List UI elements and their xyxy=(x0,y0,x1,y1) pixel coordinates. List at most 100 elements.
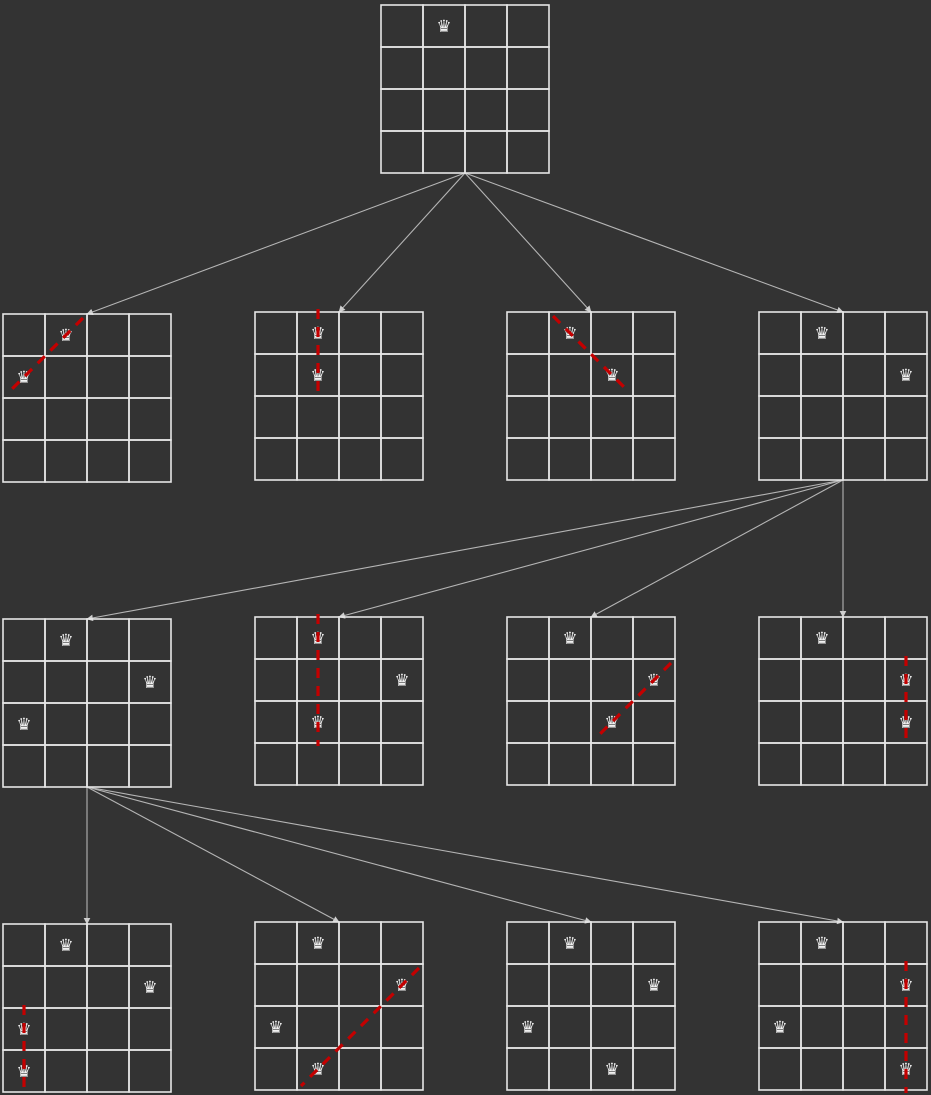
board-cell xyxy=(2,965,46,1009)
board-cell xyxy=(338,353,382,397)
board-cell xyxy=(464,4,508,48)
queen-icon: ♛ xyxy=(814,934,829,954)
board-cell xyxy=(254,658,298,702)
board-cell xyxy=(338,742,382,786)
board-cell xyxy=(128,1049,172,1093)
board-cell xyxy=(842,437,886,481)
board-cell xyxy=(128,355,172,399)
board-cell xyxy=(86,355,130,399)
queen-icon: ♛ xyxy=(898,713,913,733)
board-cell xyxy=(632,1005,676,1049)
board-cell xyxy=(254,437,298,481)
board-cell xyxy=(296,437,340,481)
board-cell xyxy=(800,963,844,1007)
boards: ♛♛♛♛♛♛♛♛♛♛♛♛♛♛♛♛♛♛♛♛♛♛♛♛♛♛♛♛♛♛♛♛♛♛♛♛♛ xyxy=(2,4,928,1095)
board-cell xyxy=(422,46,466,90)
board-cell xyxy=(380,395,424,439)
board-cell xyxy=(44,355,88,399)
board-cell xyxy=(296,963,340,1007)
queen-icon: ♛ xyxy=(58,631,73,651)
board-cell xyxy=(758,742,802,786)
board-cell xyxy=(254,700,298,744)
board-cell xyxy=(422,130,466,174)
tree-edge-l1-d-to-l2-c xyxy=(590,479,844,618)
board-cell xyxy=(800,1047,844,1091)
board-cell xyxy=(632,1047,676,1091)
board-cell xyxy=(548,353,592,397)
queen-icon: ♛ xyxy=(772,1018,787,1038)
board-cell xyxy=(44,1049,88,1093)
tree-edge-root-to-l1-c xyxy=(464,172,592,313)
board-cell xyxy=(128,439,172,483)
board-cell xyxy=(632,437,676,481)
board-cell xyxy=(86,397,130,441)
board-cell xyxy=(800,395,844,439)
board-cell xyxy=(44,1007,88,1051)
board-cell xyxy=(758,921,802,965)
board-cell xyxy=(380,88,424,132)
board-cell xyxy=(842,1005,886,1049)
board-cell xyxy=(254,742,298,786)
board-l2-d: ♛♛♛ xyxy=(758,616,928,786)
board-cell xyxy=(632,700,676,744)
board-cell xyxy=(884,395,928,439)
board-cell xyxy=(296,395,340,439)
board-cell xyxy=(338,1047,382,1091)
board-cell xyxy=(2,618,46,662)
board-l1-b: ♛♛ xyxy=(254,309,424,481)
board-cell xyxy=(380,921,424,965)
board-cell xyxy=(758,395,802,439)
board-l1-a: ♛♛ xyxy=(2,313,172,483)
tree-edge-root-to-l1-d xyxy=(464,172,844,314)
board-cell xyxy=(86,923,130,967)
board-cell xyxy=(758,311,802,355)
board-cell xyxy=(758,437,802,481)
board-cell xyxy=(380,4,424,48)
queen-icon: ♛ xyxy=(310,366,325,386)
board-cell xyxy=(842,395,886,439)
board-cell xyxy=(464,46,508,90)
board-cell xyxy=(590,963,634,1007)
board-cell xyxy=(380,46,424,90)
board-cell xyxy=(758,353,802,397)
board-cell xyxy=(506,46,550,90)
board-cell xyxy=(506,921,550,965)
board-cell xyxy=(296,1005,340,1049)
board-cell xyxy=(2,744,46,788)
board-cell xyxy=(464,88,508,132)
queen-icon: ♛ xyxy=(16,1062,31,1082)
queen-icon: ♛ xyxy=(310,934,325,954)
queen-icon: ♛ xyxy=(16,715,31,735)
board-cell xyxy=(380,616,424,660)
board-cell xyxy=(128,923,172,967)
board-cell xyxy=(338,963,382,1007)
board-cell xyxy=(338,616,382,660)
board-cell xyxy=(548,658,592,702)
board-cell xyxy=(548,395,592,439)
board-cell xyxy=(506,963,550,1007)
board-cell xyxy=(44,439,88,483)
board-cell xyxy=(632,311,676,355)
board-cell xyxy=(842,616,886,660)
board-cell xyxy=(884,616,928,660)
board-cell xyxy=(86,1049,130,1093)
queen-icon: ♛ xyxy=(814,629,829,649)
board-cell xyxy=(758,700,802,744)
board-cell xyxy=(44,965,88,1009)
board-cell xyxy=(506,700,550,744)
board-cell xyxy=(590,658,634,702)
board-cell xyxy=(254,963,298,1007)
board-cell xyxy=(254,921,298,965)
board-cell xyxy=(506,658,550,702)
tree-edge-root-to-l1-b xyxy=(338,172,466,313)
board-cell xyxy=(86,744,130,788)
board-cell xyxy=(548,437,592,481)
board-l3-b: ♛♛♛♛ xyxy=(254,921,424,1091)
board-cell xyxy=(254,353,298,397)
conflict-line-diagonal-down xyxy=(299,966,421,1088)
board-l1-c: ♛♛ xyxy=(506,311,676,481)
board-cell xyxy=(590,1005,634,1049)
board-cell xyxy=(2,439,46,483)
board-cell xyxy=(380,130,424,174)
